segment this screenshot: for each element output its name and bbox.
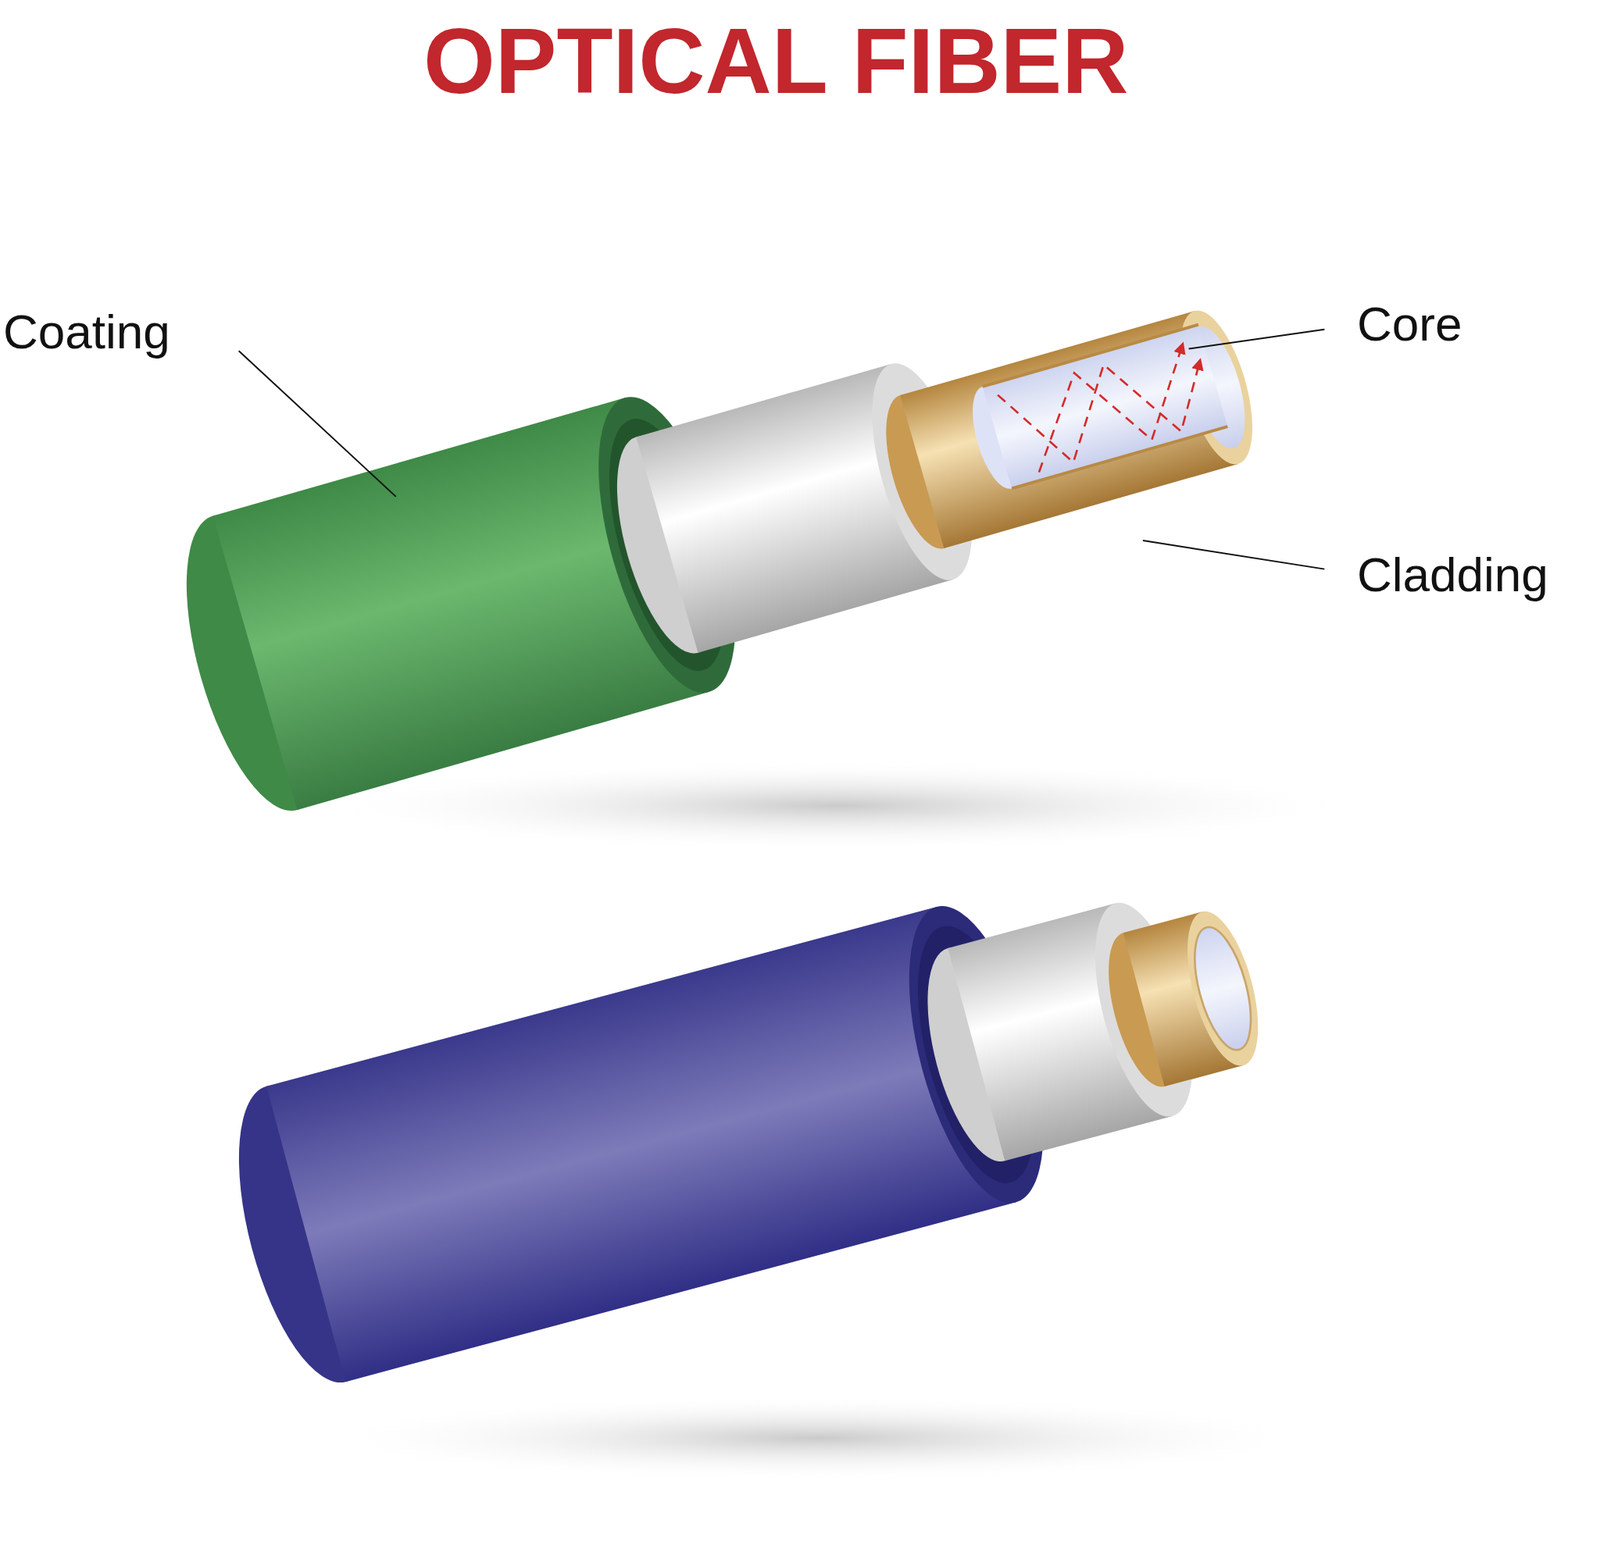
part-label: Core (1357, 297, 1462, 351)
part-label: Cladding (1357, 548, 1549, 602)
part-label: Coating (3, 305, 171, 359)
diagram-title: OPTICAL FIBER (423, 10, 1129, 113)
